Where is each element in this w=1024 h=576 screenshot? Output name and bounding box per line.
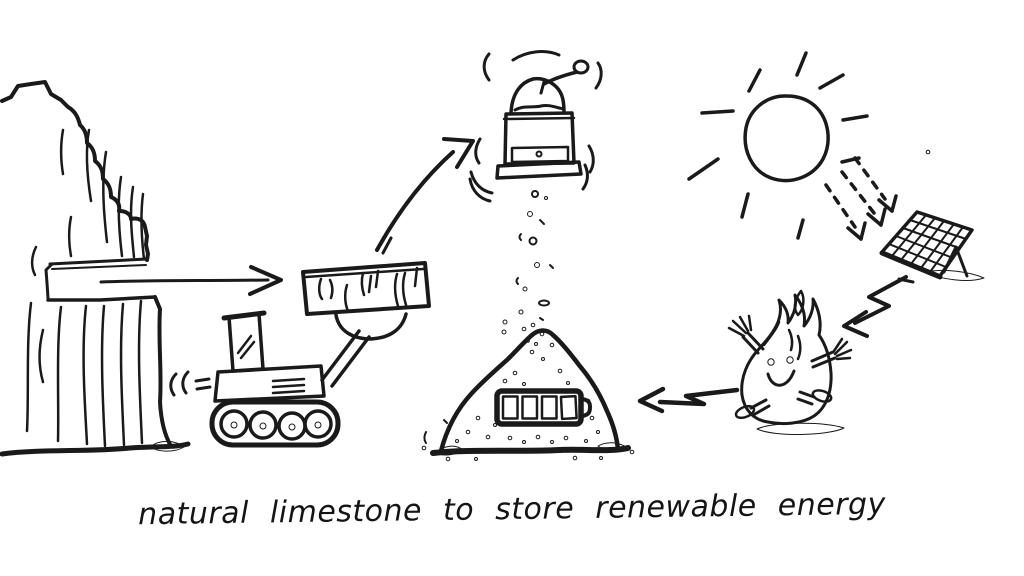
flame-to-pile-arrow-icon — [637, 386, 740, 414]
panel-to-flame-arrow-icon — [842, 275, 908, 338]
grinder-icon — [468, 50, 603, 203]
limestone-block-icon — [301, 261, 431, 316]
falling-powder-icon — [501, 190, 554, 337]
limestone-cliff-icon — [0, 80, 191, 457]
powder-pile-icon — [421, 328, 635, 462]
sunbeam-arrows-icon — [824, 156, 898, 241]
block-to-grinder-arrow-icon — [375, 137, 494, 255]
extraction-arrow-icon — [99, 265, 283, 296]
pile-speckles — [421, 339, 635, 462]
excavator-icon — [209, 310, 408, 448]
motion-lines-icon — [169, 370, 212, 397]
flame-character-icon — [727, 289, 853, 435]
solar-panel-icon — [879, 210, 985, 284]
battery-icon — [494, 388, 592, 427]
